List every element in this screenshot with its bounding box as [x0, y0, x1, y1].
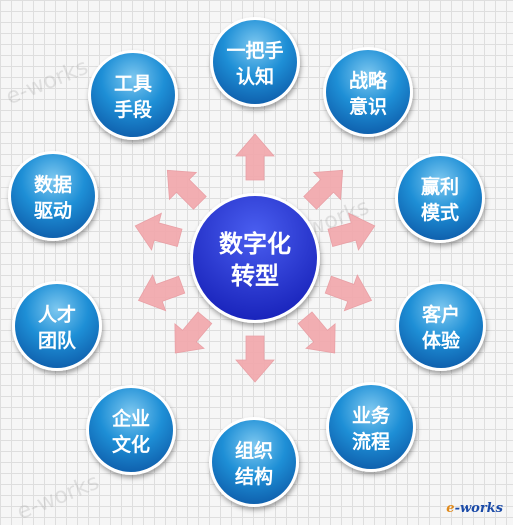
- flow-arrow: [166, 169, 207, 210]
- node-circle: [399, 284, 483, 368]
- node-circle: [11, 154, 95, 238]
- node-circle: [89, 388, 173, 472]
- node-label-line2: 流程: [352, 430, 390, 453]
- node-label-line1: 赢利: [421, 175, 459, 198]
- node-label-line1: 企业: [111, 407, 150, 430]
- node-label-line2: 模式: [421, 201, 459, 224]
- logo-e-glyph: e: [446, 501, 455, 516]
- node-circle: [398, 156, 482, 240]
- node-label-line2: 意识: [349, 95, 387, 118]
- flow-arrow: [297, 311, 336, 354]
- node-label-line2: 结构: [235, 465, 273, 488]
- flow-arrow: [324, 274, 373, 312]
- nodes-layer: 一把手认知战略意识赢利模式客户体验业务流程组织结构企业文化人才团队数据驱动工具手…: [8, 17, 486, 507]
- flow-arrow: [235, 133, 275, 181]
- flow-arrow: [137, 274, 186, 312]
- node-label-line2: 文化: [112, 433, 150, 456]
- eworks-logo: e-works: [446, 501, 503, 516]
- center-circle: [193, 196, 317, 320]
- node-label-line1: 组织: [235, 439, 273, 462]
- center-label-line1: 数字化: [219, 230, 291, 258]
- flow-arrow: [134, 212, 183, 251]
- flow-arrow: [303, 169, 344, 210]
- node-label-line2: 驱动: [34, 200, 72, 222]
- center-label-line2: 转型: [231, 262, 279, 290]
- node-label-line1: 数据: [34, 173, 72, 196]
- node-label-line2: 认知: [236, 65, 274, 88]
- node-circle: [212, 420, 296, 504]
- node-label-line1: 工具: [114, 73, 152, 95]
- flow-arrow: [235, 335, 275, 383]
- node-circle: [91, 53, 175, 137]
- node-circle: [15, 284, 99, 368]
- arrows-layer: [134, 133, 376, 383]
- node-label-line1: 战略: [349, 69, 388, 92]
- node-label-line1: 人才: [38, 303, 76, 326]
- node-label-line2: 手段: [114, 98, 153, 121]
- node-label-line1: 客户: [422, 303, 460, 326]
- flow-arrow: [327, 212, 376, 251]
- node-circle: [213, 20, 297, 104]
- flow-arrow: [174, 311, 213, 354]
- logo-works-text: -works: [454, 501, 503, 516]
- node-label-line1: 业务: [352, 404, 391, 427]
- node-label-line1: 一把手: [226, 39, 283, 62]
- node-label-line2: 体验: [422, 329, 461, 352]
- node-circle: [326, 50, 410, 134]
- node-circle: [329, 385, 413, 469]
- node-label-line2: 团队: [38, 329, 77, 352]
